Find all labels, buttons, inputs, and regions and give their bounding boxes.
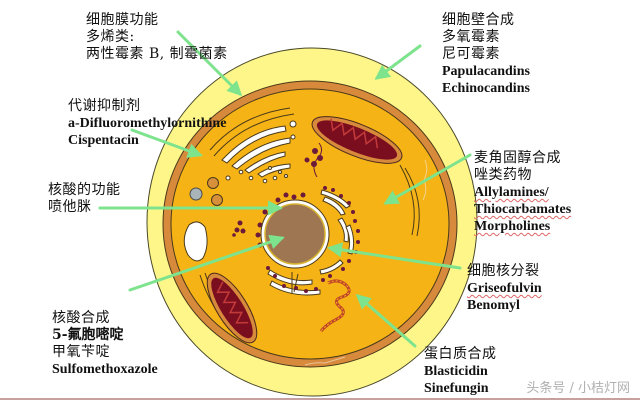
label-line: Benomyl (467, 298, 520, 313)
label-line: 5-氟胞嘧啶 (52, 327, 124, 343)
label-line: Papulacandins (442, 64, 530, 79)
label-title: 代谢抑制剂 (68, 98, 141, 114)
golgi-apparatus (221, 120, 297, 184)
label-line: Morpholines (474, 219, 551, 234)
label-line: Echinocandins (442, 81, 530, 96)
arrow-cell-wall (374, 44, 422, 80)
label-nuclear-division: 细胞核分裂 Griseofulvin Benomyl (467, 263, 542, 314)
nucleus (264, 203, 326, 265)
er-line (399, 164, 415, 236)
label-cell-wall-synthesis: 细胞壁合成 多氧霉素 尼可霉素 Papulacandins Echinocand… (442, 12, 530, 97)
label-title: 细胞壁合成 (442, 12, 515, 28)
label-line: a-Difluoromethylornithine (68, 116, 227, 131)
arrow-metabolism (130, 128, 203, 158)
label-line: 尼可霉素 (442, 46, 500, 62)
label-line: 多氧霉素 (442, 29, 500, 45)
arrow-membrane (176, 30, 243, 97)
watermark: 头条号 / 小桔灯网 (526, 381, 630, 396)
label-title: 细胞膜功能 (86, 12, 159, 28)
label-title: 核酸的功能 (48, 182, 121, 198)
label-nucleic-acid-synthesis: 核酸合成 5-氟胞嘧啶 甲氧苄啶 Sulfomethoxazole (52, 310, 158, 378)
arrow-nucleic-synthesis (128, 234, 285, 292)
label-metabolic-inhibitors: 代谢抑制剂 a-Difluoromethylornithine Cispenta… (68, 98, 226, 149)
mitochondrion (206, 272, 258, 344)
label-line: 多烯类: (86, 29, 135, 45)
label-line: 唑类药物 (474, 167, 532, 183)
label-line: Sinefungin (424, 381, 489, 396)
label-title: 核酸合成 (52, 310, 110, 326)
label-line: Blasticidin (424, 364, 488, 379)
arrow-protein-synthesis (355, 294, 417, 348)
label-protein-synthesis: 蛋白质合成 Blasticidin Sinefungin (424, 346, 497, 397)
membrane-squiggle-bottom (304, 356, 346, 366)
label-nucleic-acid-function: 核酸的功能 喷他脒 (48, 182, 121, 216)
vacuole (183, 221, 208, 262)
label-line: Thiocarbamates (474, 202, 572, 217)
label-line: 两性霉素 B, 制霉菌素 (86, 46, 228, 62)
bottom-divider (0, 398, 640, 400)
label-title: 细胞核分裂 (467, 263, 540, 279)
label-line: Allylamines/ (474, 185, 549, 200)
er-ribosomes (255, 186, 360, 293)
vesicle (211, 194, 223, 206)
label-line: 甲氧苄啶 (52, 344, 110, 360)
label-title: 蛋白质合成 (424, 346, 497, 362)
er-line (213, 113, 295, 157)
arrow-ergosterol (383, 153, 472, 205)
free-ribosomes (232, 220, 246, 237)
label-line: 喷他脒 (48, 199, 92, 215)
label-membrane-function: 细胞膜功能 多烯类: 两性霉素 B, 制霉菌素 (86, 12, 228, 63)
mitochondrion (311, 116, 403, 164)
er-line (209, 107, 291, 151)
vesicle (207, 177, 219, 189)
label-line: Griseofulvin (467, 281, 542, 296)
label-title: 麦角固醇合成 (474, 150, 561, 166)
label-ergosterol-synthesis: 麦角固醇合成 唑类药物 Allylamines/ Thiocarbamates … (474, 150, 571, 235)
label-line: Sulfomethoxazole (52, 362, 158, 377)
arrow-nuclear-division (327, 242, 462, 270)
label-line: Cispentacin (68, 133, 139, 148)
peroxisome (189, 187, 203, 201)
polysome (304, 142, 323, 178)
er-line (404, 167, 420, 237)
